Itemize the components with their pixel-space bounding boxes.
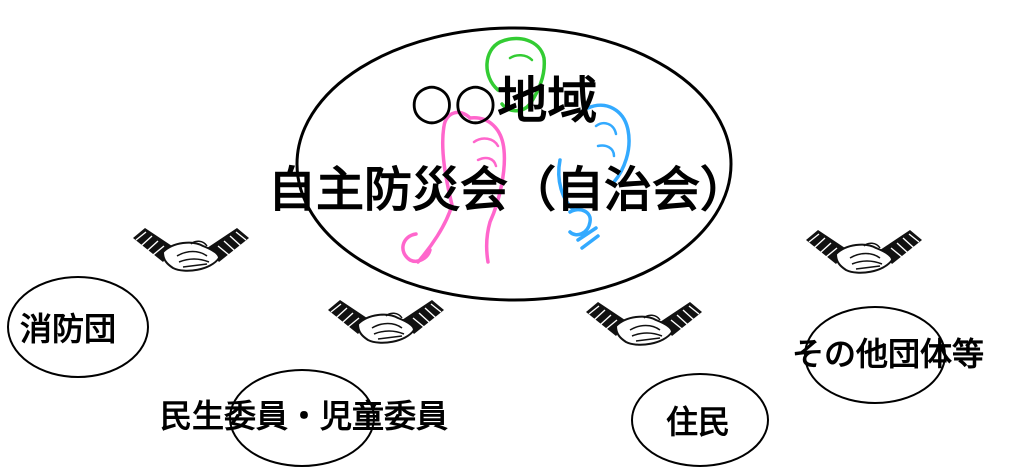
handshake-icon <box>132 227 250 272</box>
fire-brigade-label: 消防団 <box>20 310 117 348</box>
handshake-icon <box>805 229 923 274</box>
central-organization-name: 自主防災会（自治会） <box>268 162 749 218</box>
central-title: ○○地域 <box>410 72 598 130</box>
people-icon <box>401 36 631 264</box>
handshake-icon <box>585 301 703 346</box>
welfare-commissioners-label: 民生委員・児童委員 <box>160 397 449 435</box>
welfare-commissioners-ellipse <box>229 369 375 467</box>
fire-brigade-ellipse <box>7 276 149 378</box>
central-ellipse <box>295 26 733 302</box>
residents-ellipse <box>631 373 769 467</box>
other-groups-ellipse <box>804 306 946 404</box>
residents-label: 住民 <box>666 403 731 441</box>
other-groups-label: その他団体等 <box>792 335 985 373</box>
handshake-icon <box>327 299 445 344</box>
